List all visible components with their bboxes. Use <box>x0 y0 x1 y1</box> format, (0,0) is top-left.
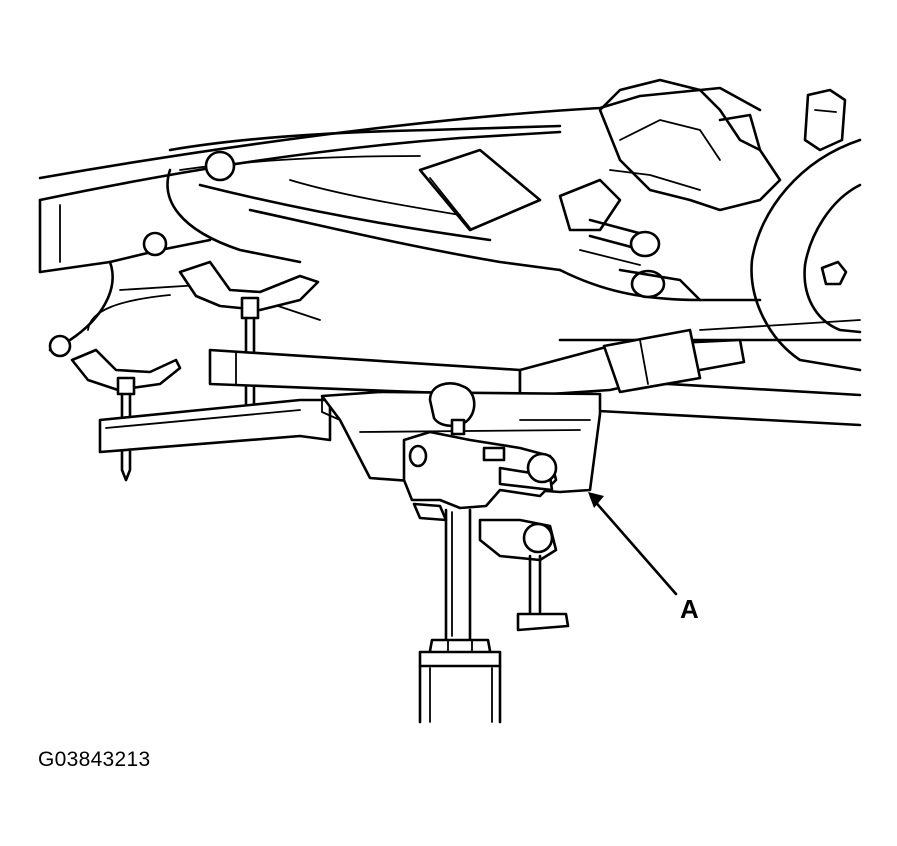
adjust-handle[interactable] <box>516 612 570 632</box>
pivot-pin <box>526 452 558 484</box>
tilt-knob[interactable] <box>428 382 476 428</box>
support-bracket-lower <box>70 348 182 392</box>
transmission-jack <box>70 260 746 724</box>
cross-beam <box>208 348 522 398</box>
callout-label: A <box>680 594 699 624</box>
adjuster-post-cap <box>240 296 260 320</box>
adjuster-post-cap <box>116 376 136 396</box>
suspension-assembly <box>558 78 847 302</box>
figure-id: G03843213 <box>38 748 151 771</box>
lug-nut <box>820 260 848 286</box>
support-bracket-upper <box>178 260 320 312</box>
callout-arrowhead <box>588 492 604 508</box>
pivot-pin <box>522 522 554 554</box>
mount-bolt <box>142 231 168 257</box>
frame-hole <box>204 150 236 182</box>
saddle-housing <box>402 430 558 510</box>
beam-end-block <box>602 328 702 394</box>
wheel-hub <box>750 138 862 372</box>
callout-a: A <box>588 492 699 624</box>
mount-bolt <box>48 334 72 358</box>
